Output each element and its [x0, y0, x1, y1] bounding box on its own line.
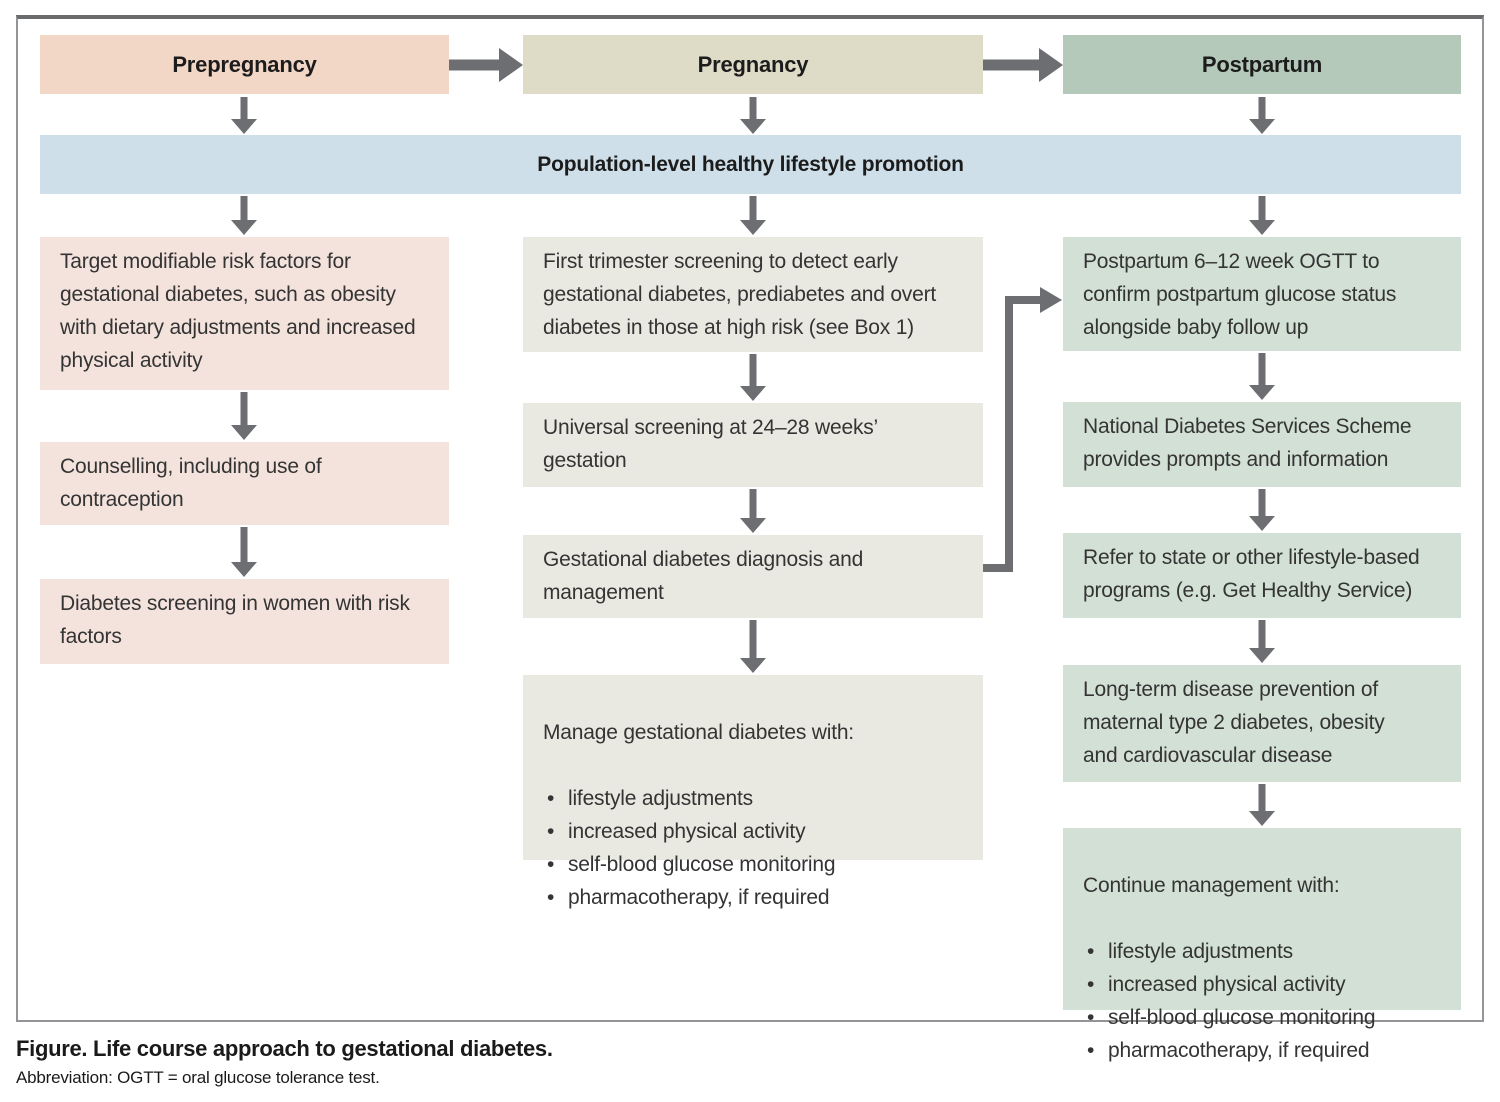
down-arrow-icon	[231, 196, 257, 235]
box-refer-programs: Refer to state or other lifestyle-based …	[1063, 533, 1461, 618]
down-arrow-icon	[740, 196, 766, 235]
right-arrow-icon	[983, 48, 1063, 82]
box-manage-gd: Manage gestational diabetes with: lifest…	[523, 675, 983, 914]
down-arrow-icon	[740, 97, 766, 134]
figure-caption: Figure. Life course approach to gestatio…	[16, 1036, 553, 1061]
box-gd-diagnosis-management: Gestational diabetes diagnosis and manag…	[523, 535, 983, 618]
elbow-connector-segment	[1005, 296, 1045, 304]
down-arrow-icon	[231, 392, 257, 440]
elbow-connector-arrowhead-icon	[1040, 287, 1062, 313]
down-arrow-icon	[231, 527, 257, 577]
down-arrow-icon	[231, 97, 257, 134]
stage-header-label: Pregnancy	[697, 51, 809, 77]
bullet-item: lifestyle adjustments	[543, 782, 963, 815]
bullet-item: self-blood glucose monitoring	[543, 848, 963, 881]
down-arrow-icon	[740, 620, 766, 673]
right-arrow-icon	[449, 48, 523, 82]
box-counselling: Counselling, including use of contracept…	[40, 442, 449, 525]
box-universal-screening: Universal screening at 24–28 weeks’ gest…	[523, 403, 983, 487]
figure-abbreviation: Abbreviation: OGTT = oral glucose tolera…	[16, 1068, 380, 1087]
bullet-item: self-blood glucose monitoring	[1083, 1001, 1441, 1034]
box-diabetes-screening: Diabetes screening in women with risk fa…	[40, 579, 449, 664]
box-target-risk-factors: Target modifiable risk factors for gesta…	[40, 237, 449, 390]
down-arrow-icon	[1249, 97, 1275, 134]
box-manage-gd-title: Manage gestational diabetes with:	[543, 721, 854, 744]
stage-header-pregnancy: Pregnancy	[523, 35, 983, 94]
down-arrow-icon	[1249, 489, 1275, 531]
box-postpartum-ogtt: Postpartum 6–12 week OGTT to confirm pos…	[1063, 237, 1461, 351]
population-banner: Population-level healthy lifestyle promo…	[40, 135, 1461, 194]
down-arrow-icon	[1249, 353, 1275, 400]
box-continue-management-title: Continue management with:	[1083, 874, 1340, 897]
box-long-term-prevention: Long-term disease prevention of maternal…	[1063, 665, 1461, 782]
down-arrow-icon	[1249, 196, 1275, 235]
bullet-item: pharmacotherapy, if required	[543, 881, 963, 914]
elbow-connector-segment	[983, 564, 1013, 572]
stage-header-label: Prepregnancy	[172, 51, 317, 77]
down-arrow-icon	[1249, 784, 1275, 826]
down-arrow-icon	[740, 354, 766, 401]
box-first-trimester-screening: First trimester screening to detect earl…	[523, 237, 983, 352]
bullet-item: increased physical activity	[1083, 968, 1441, 1001]
bullet-item: increased physical activity	[543, 815, 963, 848]
bullet-item: pharmacotherapy, if required	[1083, 1034, 1441, 1067]
bullet-list: lifestyle adjustmentsincreased physical …	[543, 782, 963, 914]
box-ndss: National Diabetes Services Scheme provid…	[1063, 402, 1461, 487]
population-banner-label: Population-level healthy lifestyle promo…	[537, 152, 964, 176]
down-arrow-icon	[1249, 620, 1275, 663]
stage-header-prepregnancy: Prepregnancy	[40, 35, 449, 94]
elbow-connector-segment	[1005, 296, 1013, 572]
stage-header-label: Postpartum	[1201, 51, 1323, 77]
down-arrow-icon	[740, 489, 766, 533]
bullet-item: lifestyle adjustments	[1083, 935, 1441, 968]
stage-header-postpartum: Postpartum	[1063, 35, 1461, 94]
box-continue-management: Continue management with: lifestyle adju…	[1063, 828, 1461, 1067]
bullet-list: lifestyle adjustmentsincreased physical …	[1083, 935, 1441, 1067]
